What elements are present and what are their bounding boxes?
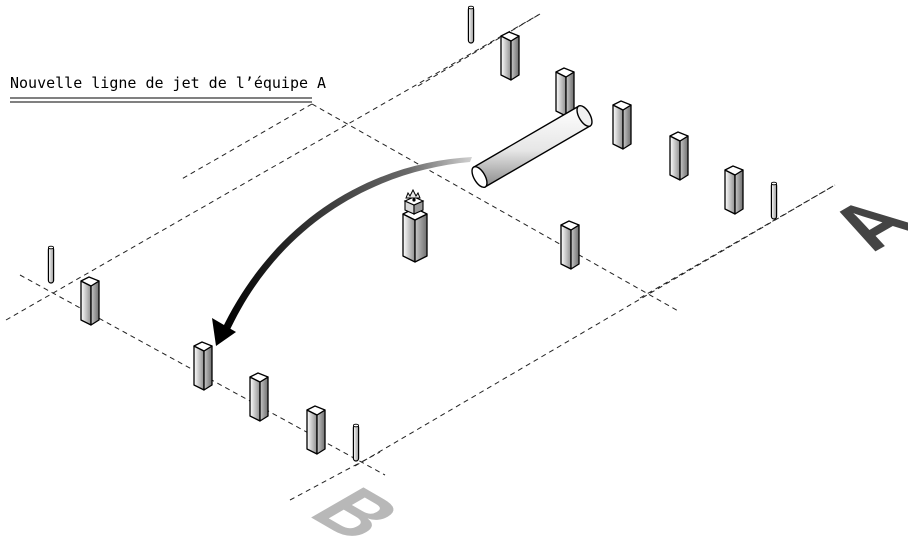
pin-icon <box>500 31 520 81</box>
caption-text: Nouvelle ligne de jet de l’équipe A <box>10 74 326 92</box>
team-b-pins <box>80 276 326 455</box>
stake-icon <box>770 181 778 220</box>
team-a-letter: A <box>806 186 908 262</box>
team-b-label: B <box>290 476 422 545</box>
king-piece-icon <box>402 188 428 263</box>
left-sideline <box>5 13 541 321</box>
stake-icon <box>467 5 475 44</box>
pin-icon <box>193 341 213 391</box>
pin-icon <box>555 67 575 117</box>
pin-icon <box>249 372 269 422</box>
caption-leader-line <box>179 103 313 181</box>
right-sideline <box>354 184 836 467</box>
new-throwing-line <box>311 103 681 313</box>
stake-icon <box>47 245 55 284</box>
pin-icon <box>612 100 632 150</box>
throwing-baton-icon <box>471 104 593 189</box>
team-a-label: A <box>806 186 908 262</box>
pin-icon <box>306 405 326 455</box>
caption: Nouvelle ligne de jet de l’équipe A <box>10 74 326 103</box>
team-b-letter: B <box>290 476 422 545</box>
pin-icon <box>669 131 689 181</box>
pin-icon <box>80 276 100 326</box>
team-a-baseline <box>417 13 541 87</box>
pin-icon <box>724 165 744 215</box>
stake-icon <box>352 423 360 462</box>
pin-icon <box>560 220 580 270</box>
curved-arrow-icon <box>212 157 472 346</box>
